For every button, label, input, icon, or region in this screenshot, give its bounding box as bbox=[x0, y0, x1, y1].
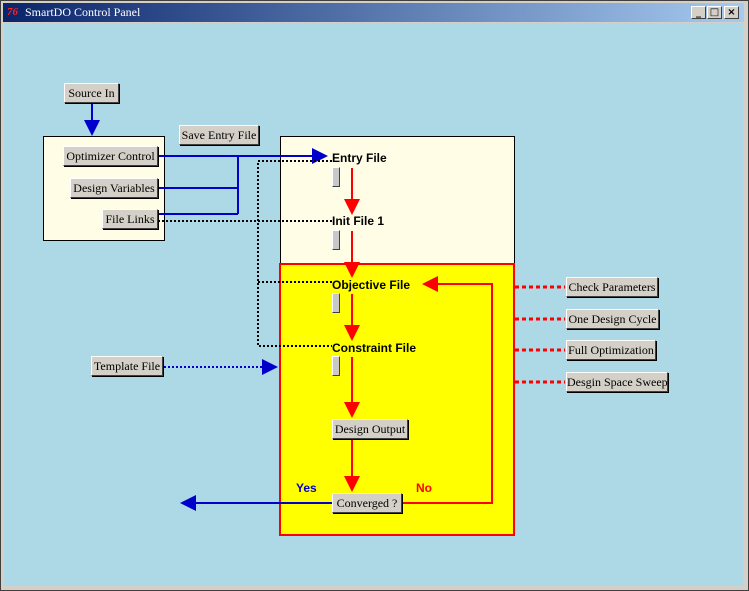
flow-arrows bbox=[84, 104, 565, 511]
window-title: SmartDO Control Panel bbox=[25, 5, 141, 19]
full-optimization-button[interactable]: Full Optimization bbox=[566, 340, 656, 360]
design-output-button[interactable]: Design Output bbox=[332, 419, 408, 439]
converged-button[interactable]: Converged ? bbox=[332, 493, 402, 513]
design-variables-button[interactable]: Design Variables bbox=[70, 178, 158, 198]
yes-label: Yes bbox=[296, 481, 317, 495]
no-label: No bbox=[416, 481, 432, 495]
workflow-canvas: Source In Save Entry File Optimizer Cont… bbox=[4, 23, 743, 586]
init-file-slot[interactable] bbox=[332, 230, 340, 250]
one-design-cycle-button[interactable]: One Design Cycle bbox=[566, 309, 659, 329]
entry-file-slot[interactable] bbox=[332, 167, 340, 187]
check-parameters-button[interactable]: Check Parameters bbox=[566, 277, 658, 297]
constraint-file-label: Constraint File bbox=[332, 341, 417, 355]
objective-file-slot[interactable] bbox=[332, 293, 340, 313]
save-entry-file-button[interactable]: Save Entry File bbox=[179, 125, 259, 145]
objective-file-label: Objective File bbox=[332, 278, 411, 292]
optimization-loop-panel bbox=[279, 263, 515, 536]
app-logo-icon: 76 bbox=[7, 6, 18, 18]
init-file-label: Init File 1 bbox=[332, 214, 385, 228]
maximize-button[interactable]: □ bbox=[707, 6, 722, 19]
file-links-button[interactable]: File Links bbox=[102, 209, 158, 229]
title-bar[interactable]: 76 SmartDO Control Panel _ □ × bbox=[3, 3, 744, 22]
template-file-button[interactable]: Template File bbox=[91, 356, 163, 376]
entry-file-label: Entry File bbox=[332, 151, 387, 165]
close-button[interactable]: × bbox=[724, 6, 739, 19]
optimizer-control-button[interactable]: Optimizer Control bbox=[63, 146, 158, 166]
design-space-sweep-button[interactable]: Desgin Space Sweep bbox=[566, 372, 668, 392]
minimize-button[interactable]: _ bbox=[691, 6, 706, 19]
source-in-button[interactable]: Source In bbox=[64, 83, 119, 103]
constraint-file-slot[interactable] bbox=[332, 356, 340, 376]
